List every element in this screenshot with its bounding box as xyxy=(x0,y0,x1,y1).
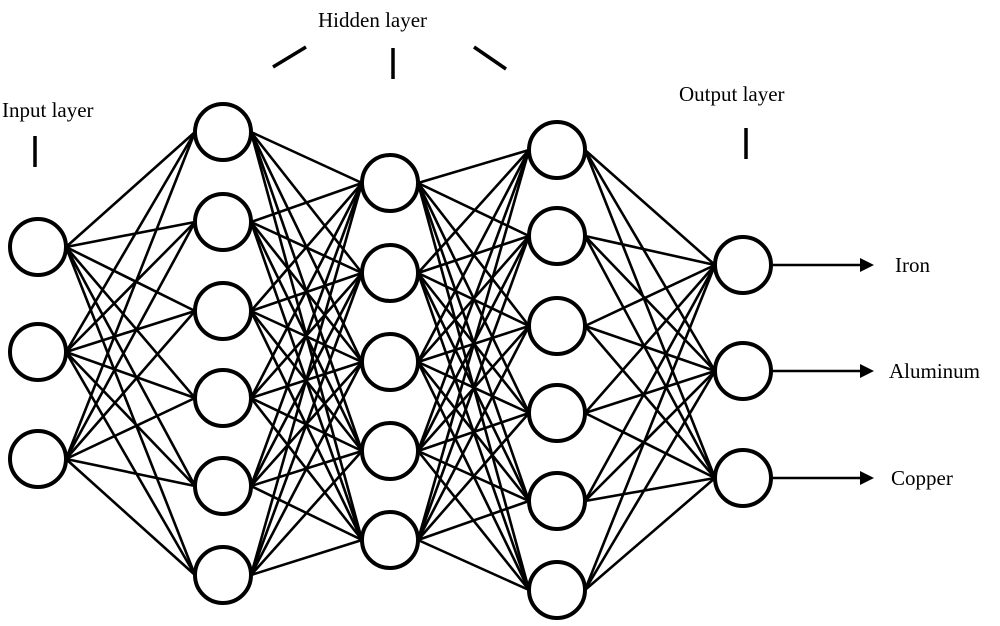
hidden-1-node-5 xyxy=(193,456,253,516)
hidden-3-node-6 xyxy=(527,560,587,620)
output-layer-label: Output layer xyxy=(679,82,785,106)
hidden-layer-label: Hidden layer xyxy=(318,8,427,32)
connection-hidden-2-2-to-hidden-3-1 xyxy=(417,149,530,274)
output-node-1 xyxy=(713,235,773,295)
hidden-1-node-4 xyxy=(193,368,253,428)
connection-hidden-1-6-to-hidden-2-3 xyxy=(249,361,364,576)
connection-input-1-to-hidden-1-4 xyxy=(65,246,196,399)
hidden-1-node-2 xyxy=(193,192,253,252)
connection-hidden-1-6-to-hidden-2-4 xyxy=(250,450,363,576)
connection-input-1-to-hidden-1-1 xyxy=(65,131,196,248)
connection-hidden-3-2-to-output-1 xyxy=(584,234,716,267)
connection-hidden-2-5-to-hidden-3-3 xyxy=(416,325,531,541)
arrowhead-icon xyxy=(860,471,874,485)
connection-hidden-3-4-to-output-1 xyxy=(584,264,716,414)
connection-input-2-to-hidden-1-4 xyxy=(65,350,196,400)
connection-input-3-to-hidden-1-1 xyxy=(64,131,197,460)
connection-hidden-1-2-to-hidden-2-1 xyxy=(250,181,363,224)
connection-input-2-to-hidden-1-3 xyxy=(65,309,196,354)
hidden-3-node-2 xyxy=(527,206,587,266)
connection-hidden-3-3-to-output-2 xyxy=(584,324,716,373)
connection-input-2-to-hidden-1-6 xyxy=(64,351,197,576)
connection-input-3-to-hidden-1-3 xyxy=(65,310,196,460)
connection-input-1-to-hidden-1-3 xyxy=(65,245,196,313)
connection-hidden-1-6-to-hidden-2-2 xyxy=(249,272,364,576)
connection-input-2-to-hidden-1-1 xyxy=(64,131,197,353)
hidden-3-node-3 xyxy=(527,296,587,356)
connection-hidden-3-3-to-output-1 xyxy=(584,263,716,328)
connection-input-1-to-hidden-1-5 xyxy=(64,246,197,487)
connection-input-1-to-hidden-1-6 xyxy=(64,246,197,576)
connection-hidden-3-4-to-output-2 xyxy=(584,369,716,415)
input-node-2 xyxy=(8,322,68,382)
connection-hidden-3-2-to-output-3 xyxy=(583,235,717,479)
hidden-3-node-4 xyxy=(527,383,587,443)
connection-hidden-3-5-to-output-2 xyxy=(584,370,716,502)
output-label-copper: Copper xyxy=(891,466,953,490)
connection-hidden-3-2-to-output-2 xyxy=(584,235,716,372)
connection-hidden-2-5-to-hidden-3-1 xyxy=(416,149,531,541)
output-label-aluminum: Aluminum xyxy=(889,359,980,383)
hidden-layer-pointer-left xyxy=(272,45,307,69)
connection-hidden-1-5-to-hidden-2-1 xyxy=(249,182,364,487)
hidden-3-node-1 xyxy=(527,120,587,180)
connection-input-1-to-hidden-1-2 xyxy=(65,220,196,249)
connection-input-3-to-hidden-1-6 xyxy=(65,458,196,576)
connection-hidden-2-5-to-hidden-3-2 xyxy=(416,235,531,541)
input-node-1 xyxy=(8,217,68,277)
connection-hidden-2-1-to-hidden-3-1 xyxy=(417,148,530,185)
connection-hidden-2-4-to-hidden-3-1 xyxy=(416,149,531,452)
hidden-1-node-6 xyxy=(193,545,253,605)
hidden-2-node-1 xyxy=(360,153,420,213)
connection-hidden-3-6-to-output-1 xyxy=(583,264,717,591)
hidden-2-node-3 xyxy=(360,332,420,392)
connections xyxy=(64,130,717,592)
hidden-1-node-3 xyxy=(193,281,253,341)
hidden-2-node-5 xyxy=(360,510,420,570)
connection-hidden-3-5-to-output-1 xyxy=(583,264,717,502)
connection-hidden-3-4-to-output-3 xyxy=(584,411,716,480)
connection-hidden-3-3-to-output-3 xyxy=(584,325,716,479)
connection-hidden-2-5-to-hidden-3-5 xyxy=(417,499,530,542)
connection-input-3-to-hidden-1-5 xyxy=(65,457,196,488)
connection-hidden-2-5-to-hidden-3-4 xyxy=(417,412,530,541)
connection-hidden-3-1-to-output-2 xyxy=(583,149,717,372)
connection-hidden-2-5-to-hidden-3-6 xyxy=(417,538,530,592)
connection-hidden-1-6-to-hidden-2-5 xyxy=(250,538,363,577)
connection-hidden-3-6-to-output-3 xyxy=(584,477,716,591)
hidden-1-node-1 xyxy=(193,102,253,162)
output-node-3 xyxy=(713,448,773,508)
input-layer-label: Input layer xyxy=(2,98,94,122)
connection-hidden-2-3-to-hidden-3-1 xyxy=(416,149,531,363)
output-label-iron: Iron xyxy=(895,253,930,277)
output-node-2 xyxy=(713,341,773,401)
input-node-3 xyxy=(8,429,68,489)
arrowhead-icon xyxy=(860,258,874,272)
connection-hidden-1-4-to-hidden-2-1 xyxy=(249,182,364,399)
connection-hidden-3-1-to-output-3 xyxy=(583,149,717,479)
hidden-2-node-4 xyxy=(360,421,420,481)
connection-hidden-1-3-to-hidden-2-1 xyxy=(250,182,363,312)
arrowhead-icon xyxy=(860,364,874,378)
connection-input-2-to-hidden-1-5 xyxy=(65,351,196,487)
hidden-layer-pointer-right xyxy=(473,45,507,71)
connection-hidden-2-1-to-hidden-3-2 xyxy=(417,181,530,238)
connection-input-3-to-hidden-1-4 xyxy=(65,396,196,461)
connection-input-2-to-hidden-1-2 xyxy=(65,221,196,353)
connection-hidden-3-5-to-output-3 xyxy=(584,476,716,503)
connection-hidden-1-1-to-hidden-2-1 xyxy=(250,130,363,185)
connection-input-3-to-hidden-1-2 xyxy=(64,221,197,460)
hidden-3-node-5 xyxy=(527,471,587,531)
hidden-2-node-2 xyxy=(360,243,420,303)
connection-hidden-3-6-to-output-2 xyxy=(583,370,717,591)
connection-hidden-1-6-to-hidden-2-1 xyxy=(249,182,364,576)
connection-hidden-3-1-to-output-1 xyxy=(584,149,716,266)
neurons xyxy=(8,102,773,620)
